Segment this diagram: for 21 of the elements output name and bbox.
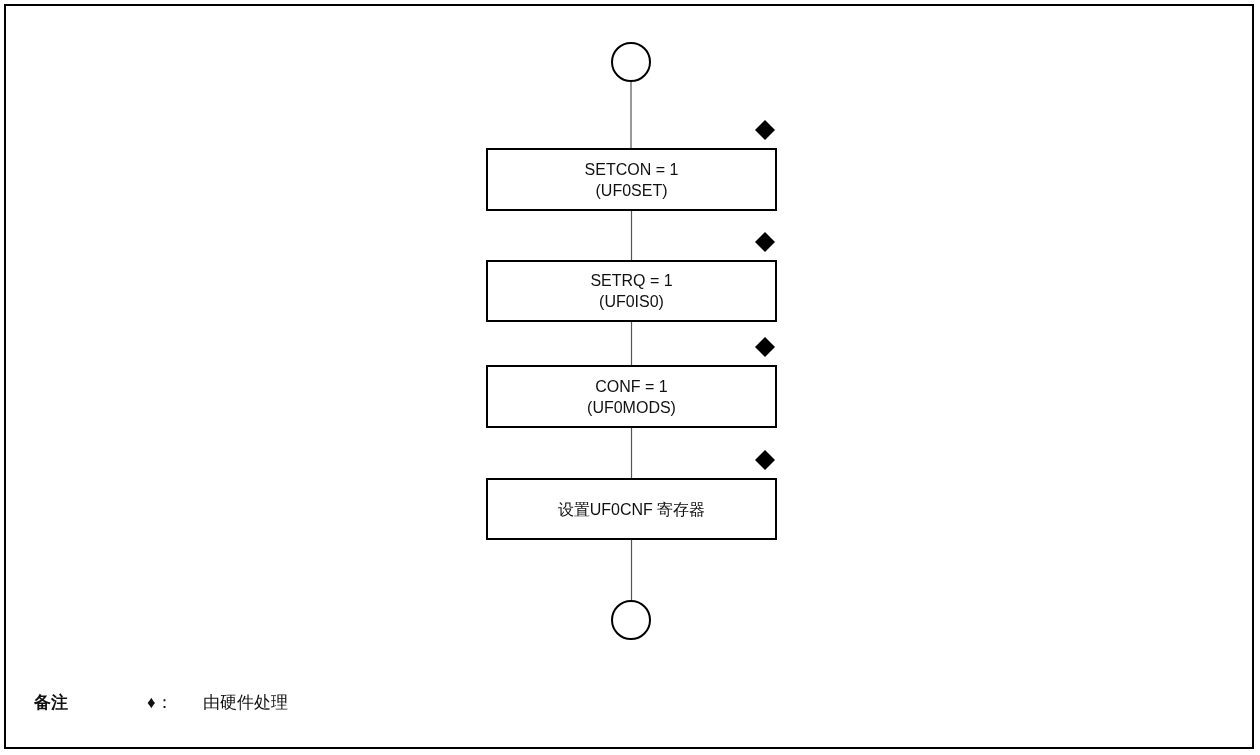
box-text: 设置UF0CNF 寄存器 bbox=[557, 499, 706, 520]
connector-line bbox=[630, 81, 632, 149]
box-text: (UF0MODS) bbox=[587, 397, 676, 418]
process-box bbox=[486, 478, 777, 540]
process-box bbox=[486, 365, 777, 428]
box-text: (UF0SET) bbox=[595, 180, 668, 201]
process-box bbox=[486, 260, 777, 322]
box-text: SETCON = 1 bbox=[584, 159, 679, 180]
connector-line bbox=[630, 539, 633, 601]
box-text: (UF0IS0) bbox=[599, 292, 664, 312]
connector-line bbox=[630, 321, 633, 366]
box-text: SETRQ = 1 bbox=[590, 271, 673, 291]
connector-line bbox=[630, 427, 633, 479]
process-box bbox=[486, 148, 777, 211]
note-text: 由硬件处理 bbox=[203, 691, 288, 714]
terminal-circle bbox=[611, 600, 651, 640]
connector-line bbox=[630, 210, 633, 261]
note-heading: 备注 bbox=[34, 692, 68, 714]
box-text: CONF = 1 bbox=[595, 376, 668, 397]
terminal-circle bbox=[611, 42, 651, 82]
legend-symbol: ♦： bbox=[147, 692, 173, 714]
